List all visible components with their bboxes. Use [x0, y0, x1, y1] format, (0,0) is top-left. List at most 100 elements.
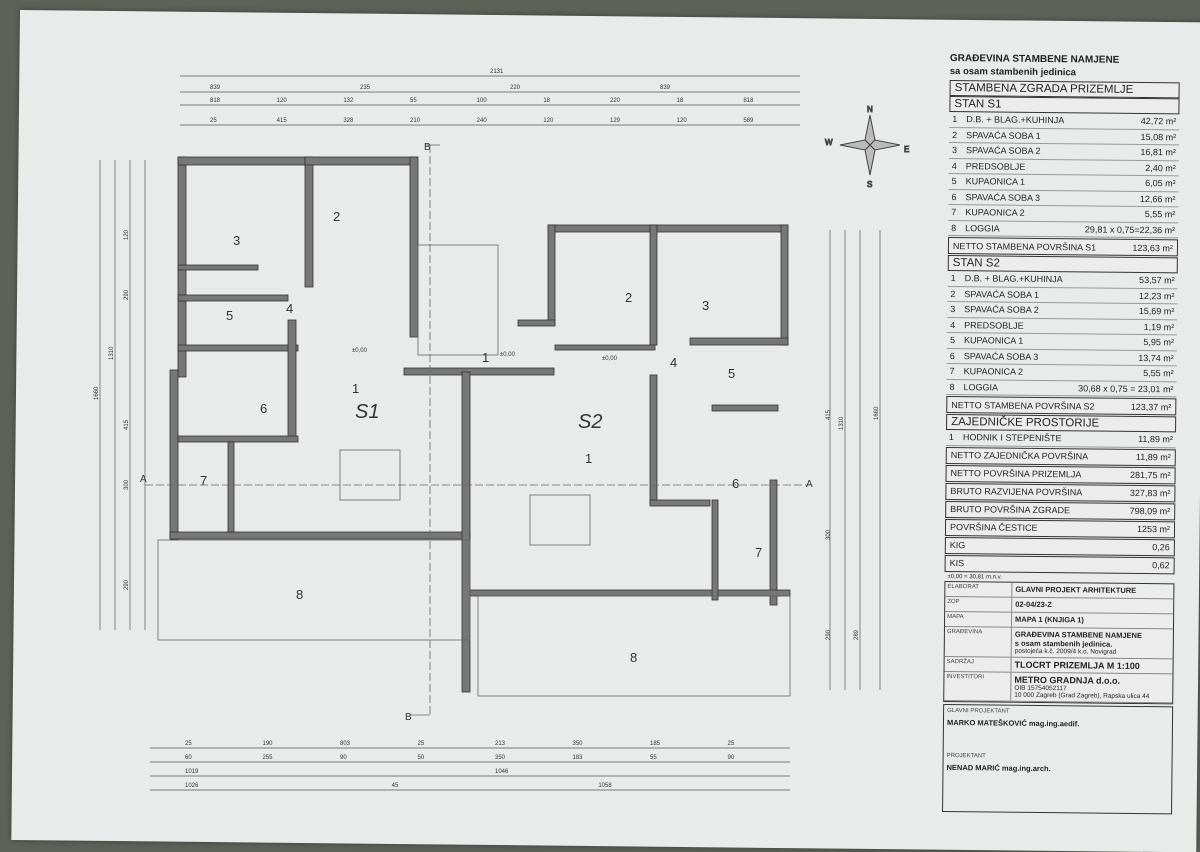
room-s1-1: 1 [352, 381, 359, 396]
dimension-label: 190 [263, 741, 274, 747]
section-a-left: A [140, 474, 147, 485]
room-s2-4: 4 [670, 355, 677, 370]
dimension-label: 1019 [185, 769, 199, 775]
dimension-label: 240 [477, 118, 488, 124]
dimension-label: 25 [185, 741, 192, 747]
dimension-label: 50 [418, 755, 425, 761]
room-corridor-1: 1 [482, 350, 489, 365]
dimension-label: 839 [660, 85, 671, 91]
dimension-label: 1660 [94, 386, 100, 400]
room-s2-8: 8 [630, 650, 637, 665]
dimension-label: 120 [543, 118, 554, 124]
level-mark-corridor: ±0,00 [500, 352, 516, 358]
dimension-label: 2131 [490, 69, 504, 75]
legend-table: GRAĐEVINA STAMBENE NAMJENE sa osam stamb… [942, 52, 1180, 814]
dimension-label: 839 [210, 85, 221, 91]
dimension-label: 213 [495, 741, 506, 747]
dimension-lines [99, 75, 881, 791]
dimension-label: 300 [826, 529, 832, 540]
dimension-label: 220 [510, 85, 521, 91]
room-s2-3: 3 [702, 298, 709, 313]
dimension-label: 1026 [185, 783, 199, 789]
dimension-label: 1660 [874, 406, 880, 420]
dimension-label: 290 [826, 629, 832, 640]
dimension-label: 25 [418, 741, 425, 747]
room-s1-8: 8 [296, 587, 303, 602]
dimension-label: 1046 [495, 769, 509, 775]
dimension-label: 415 [124, 419, 130, 430]
room-s2-2: 2 [625, 290, 632, 305]
dimension-label: 132 [343, 98, 354, 104]
dimension-label: 818 [743, 98, 754, 104]
dimension-label: 210 [410, 118, 421, 124]
compass-south: S [867, 180, 872, 189]
compass: N S E W [825, 105, 910, 190]
compass-east: E [904, 145, 909, 154]
room-s1-4: 4 [286, 301, 293, 316]
room-s2-6: 6 [732, 476, 739, 491]
compass-west: W [825, 138, 833, 147]
room-s2-1: 1 [585, 451, 592, 466]
dimension-label: 300 [124, 479, 130, 490]
room-s2-7: 7 [755, 545, 762, 560]
room-s1-3: 3 [233, 233, 240, 248]
dimension-label: 90 [340, 755, 347, 761]
room-numbers-s1: 1 2 3 4 5 6 7 8 1 1 2 3 4 5 6 7 8 [200, 209, 762, 665]
dimension-label: 129 [610, 118, 621, 124]
dimension-label: 290 [124, 579, 130, 590]
room-s1-6: 6 [260, 401, 267, 416]
dimension-label: 183 [573, 755, 584, 761]
section-b-top: B [424, 142, 431, 153]
dimension-label: 589 [743, 118, 754, 124]
compass-north: N [867, 105, 873, 114]
dimension-label: 55 [650, 755, 657, 761]
dimension-label: 18 [677, 98, 684, 104]
dimension-label: 220 [610, 98, 621, 104]
dimension-label: 90 [728, 755, 735, 761]
floor-plan: N S E W 1 2 3 4 5 6 7 8 1 1 2 3 4 5 6 7 … [94, 69, 910, 791]
dimension-label: 120 [124, 229, 130, 240]
dimension-label: 415 [277, 118, 288, 124]
dimension-label: 350 [495, 755, 506, 761]
plan-outline [145, 144, 810, 716]
dimension-label: 350 [573, 741, 584, 747]
dimension-label: 803 [340, 741, 351, 747]
dimension-label: 45 [392, 783, 399, 789]
section-b-bottom: B [405, 712, 412, 723]
dimension-label: 235 [360, 85, 371, 91]
dimension-label: 289 [854, 629, 860, 640]
room-s1-5: 5 [226, 308, 233, 323]
dimension-label: 100 [477, 98, 488, 104]
dimension-label: 1058 [598, 783, 612, 789]
unit-label-s1: S1 [355, 401, 379, 423]
room-s1-7: 7 [200, 473, 207, 488]
section-a-right: A [806, 479, 813, 490]
dimension-label: 290 [124, 289, 130, 300]
dimension-label: 1310 [109, 346, 115, 360]
dimension-label: 185 [650, 741, 661, 747]
walls [169, 156, 791, 693]
dimension-label: 415 [826, 409, 832, 420]
dimension-label: 18 [543, 98, 550, 104]
unit-label-s2: S2 [578, 411, 602, 433]
room-s2-5: 5 [728, 366, 735, 381]
dimension-label: 25 [728, 741, 735, 747]
dimension-label: 1310 [839, 416, 845, 430]
dimension-label: 25 [210, 118, 217, 124]
dimension-label: 328 [343, 118, 354, 124]
